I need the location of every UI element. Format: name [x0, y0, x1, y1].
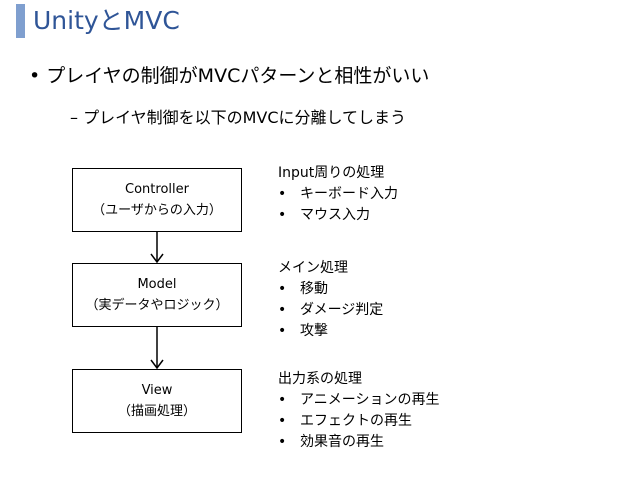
controller-description-heading: Input周りの処理	[278, 165, 385, 181]
bullet-dot: •	[278, 207, 287, 223]
model-box-sub: （実データやロジック）	[85, 298, 229, 313]
list-item: •マウス入力	[278, 205, 398, 226]
controller-box-name: Controller	[125, 182, 189, 197]
slide-title: UnityとMVC	[33, 6, 180, 35]
bullet-dot: •	[278, 302, 287, 318]
view-description: 出力系の処理 •アニメーションの再生 •エフェクトの再生 •効果音の再生	[278, 369, 439, 453]
title-accent-bar	[16, 4, 25, 38]
controller-box-sub: （ユーザからの入力）	[92, 203, 222, 218]
model-box-name: Model	[137, 277, 177, 292]
bullet-dot: •	[278, 413, 287, 429]
view-box-name: View	[141, 383, 173, 398]
list-item: •ダメージ判定	[278, 300, 383, 321]
list-item: •エフェクトの再生	[278, 411, 439, 432]
controller-box: Controller （ユーザからの入力）	[72, 168, 242, 232]
bullet-dot: •	[278, 323, 287, 339]
bullet-dot: •	[278, 186, 287, 202]
view-box-sub: （描画処理）	[117, 404, 196, 419]
list-item: •移動	[278, 279, 383, 300]
view-description-heading: 出力系の処理	[278, 371, 362, 387]
bullet-dot: •	[278, 392, 287, 408]
list-item: •効果音の再生	[278, 432, 439, 453]
bullet-dot: •	[278, 281, 287, 297]
main-bullet: • プレイヤの制御がMVCパターンと相性がいい	[29, 65, 430, 87]
view-box: View （描画処理）	[72, 369, 242, 433]
model-description: メイン処理 •移動 •ダメージ判定 •攻撃	[278, 258, 383, 342]
list-item: •アニメーションの再生	[278, 390, 439, 411]
list-item: •キーボード入力	[278, 184, 398, 205]
model-box: Model （実データやロジック）	[72, 263, 242, 327]
controller-description: Input周りの処理 •キーボード入力 •マウス入力	[278, 163, 398, 226]
arrow-controller-to-model	[150, 232, 164, 264]
bullet-dot: •	[278, 434, 287, 450]
sub-bullet: – プレイヤ制御を以下のMVCに分離してしまう	[70, 108, 407, 127]
arrow-model-to-view	[150, 327, 164, 370]
model-description-heading: メイン処理	[278, 260, 348, 276]
list-item: •攻撃	[278, 321, 383, 342]
